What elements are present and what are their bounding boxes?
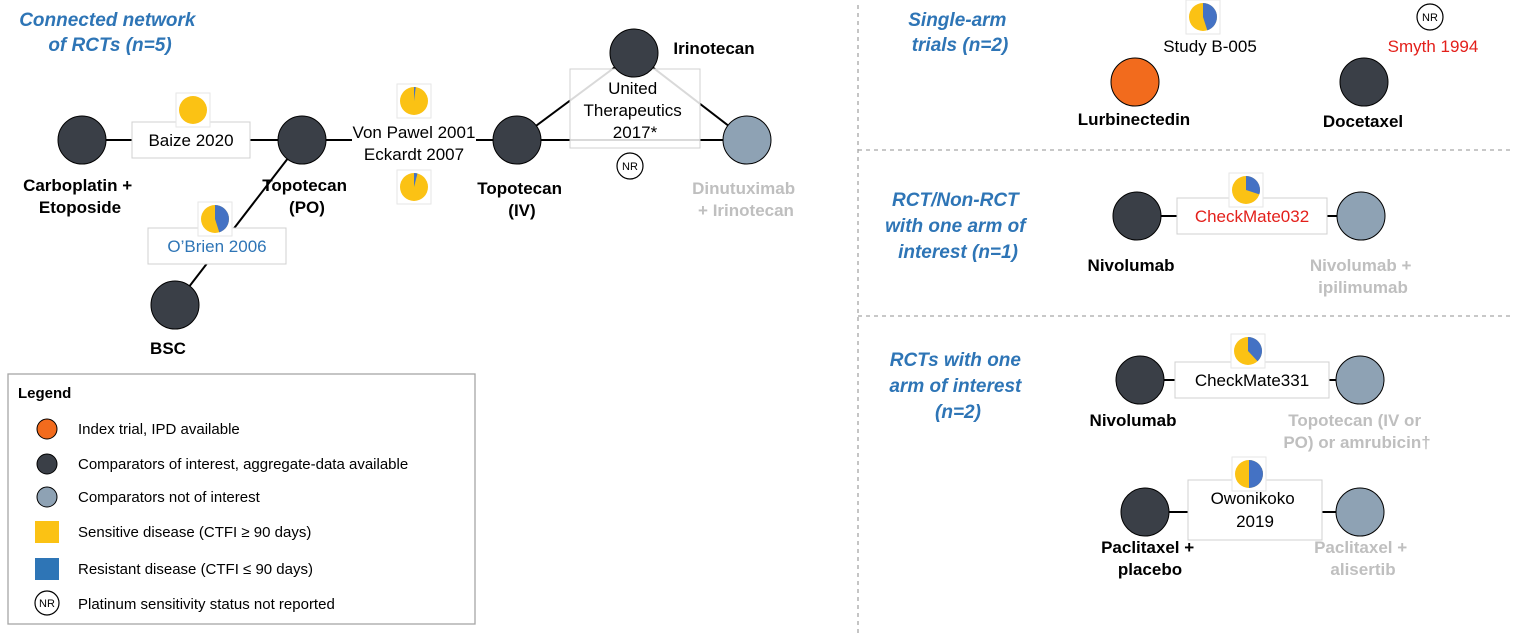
node-docetaxel — [1339, 57, 1389, 107]
node-label-nivolumab-331: Nivolumab — [1090, 411, 1177, 430]
legend-sensitive-icon — [35, 521, 59, 543]
legend-item-not-interest: Comparators not of interest — [78, 489, 261, 506]
study-label-obrien: O’Brien 2006 — [167, 237, 266, 256]
node-dinutuximab — [722, 115, 772, 165]
pie-slice-resistant — [414, 87, 416, 101]
legend-item-resistant: Resistant disease (CTFI ≤ 90 days) — [78, 561, 313, 578]
node-paclitaxel-alisertib — [1335, 487, 1385, 537]
node-label-docetaxel: Docetaxel — [1323, 112, 1403, 131]
study-label-eckardt: Eckardt 2007 — [364, 145, 464, 164]
node-nivolumab-331 — [1115, 355, 1165, 405]
legend-item-comparator: Comparators of interest, aggregate-data … — [78, 456, 408, 473]
node-carboplatin — [57, 115, 107, 165]
node-label-irinotecan: Irinotecan — [673, 39, 754, 58]
study-label-vonpawel: Von Pawel 2001 — [353, 123, 476, 142]
study-label-checkmate331: CheckMate331 — [1195, 371, 1309, 390]
node-label-topotecan-iv: Topotecan (IV) — [477, 179, 566, 220]
pie-slice-resistant — [1203, 3, 1218, 31]
pie-slice-resistant — [1246, 176, 1260, 195]
legend-item-index: Index trial, IPD available — [78, 421, 240, 438]
pie-baize — [175, 92, 211, 128]
node-topotecan-po — [277, 115, 327, 165]
pie-obrien — [197, 201, 233, 237]
study-label-checkmate032: CheckMate032 — [1195, 207, 1309, 226]
pie-checkmate331 — [1230, 333, 1266, 369]
legend-comparator-icon — [36, 453, 58, 475]
svg-text:NR: NR — [622, 161, 638, 173]
edge-obrien — [174, 139, 303, 306]
pie-slice-resistant — [1248, 337, 1263, 362]
node-topotecan-amrubicin — [1335, 355, 1385, 405]
node-irinotecan — [609, 28, 659, 78]
svg-text:NR: NR — [1422, 12, 1438, 24]
pie-vonpawel — [396, 83, 432, 119]
section-title-rcts-one-arm: RCTs with one arm of interest (n=2) — [889, 350, 1026, 423]
pie-owonikoko — [1231, 456, 1267, 492]
node-label-bsc: BSC — [150, 339, 186, 358]
sensitivity-pies — [175, 0, 1267, 492]
legend-nr-icon: NR — [34, 590, 60, 616]
node-label-paclitaxel-placebo: Paclitaxel + placebo — [1101, 538, 1199, 579]
study-label-baize: Baize 2020 — [148, 131, 233, 150]
legend-box — [7, 373, 476, 625]
svg-text:NR: NR — [39, 598, 55, 610]
node-label-topotecan-po: Topotecan (PO) — [262, 176, 351, 217]
study-label-b005: Study B-005 — [1163, 37, 1257, 56]
study-label-owonikoko: Owonikoko 2019 — [1211, 489, 1300, 531]
node-label-carboplatin: Carboplatin + Etoposide — [23, 176, 137, 217]
section-title-rct-nonrct: RCT/Non-RCT with one arm of interest (n=… — [885, 190, 1031, 263]
legend-resistant-icon — [35, 558, 59, 580]
pie-eckardt — [396, 169, 432, 205]
pie-slice-resistant — [414, 173, 418, 187]
node-paclitaxel-placebo — [1120, 487, 1170, 537]
node-nivolumab-032 — [1112, 191, 1162, 241]
node-label-lurbinectedin: Lurbinectedin — [1078, 110, 1190, 129]
legend-index-icon — [36, 418, 58, 440]
node-nivo-ipi — [1336, 191, 1386, 241]
node-label-nivo-ipi: Nivolumab + ipilimumab — [1310, 256, 1416, 297]
nr-badge-smyth: NR — [1416, 3, 1444, 31]
nr-badge-united: NR — [616, 152, 644, 180]
node-lurbinectedin — [1110, 57, 1160, 107]
legend-item-nr: Platinum sensitivity status not reported — [78, 596, 335, 613]
legend-title: Legend — [18, 385, 71, 402]
legend-item-sensitive: Sensitive disease (CTFI ≥ 90 days) — [78, 524, 311, 541]
study-label-united: United Therapeutics 2017* — [583, 79, 686, 142]
section-title-single-arm: Single-arm trials (n=2) — [908, 10, 1011, 56]
node-label-dinutuximab: Dinutuximab + Irinotecan — [692, 179, 800, 220]
node-topotecan-iv — [492, 115, 542, 165]
node-bsc — [150, 280, 200, 330]
node-label-paclitaxel-alisertib: Paclitaxel + alisertib — [1314, 538, 1412, 579]
pie-slice-resistant — [1249, 460, 1263, 488]
pie-study-b005 — [1185, 0, 1221, 35]
pie-slice-resistant — [215, 205, 229, 233]
study-label-smyth: Smyth 1994 — [1388, 37, 1479, 56]
node-label-nivolumab-032: Nivolumab — [1088, 256, 1175, 275]
study-box-vonpawel — [352, 118, 476, 162]
node-label-topotecan-amrubicin: Topotecan (IV or PO) or amrubicin† — [1283, 411, 1430, 452]
legend-not-interest-icon — [36, 486, 58, 508]
pie-checkmate032 — [1228, 172, 1264, 208]
section-title-connected: Connected network of RCTs (n=5) — [19, 10, 201, 56]
